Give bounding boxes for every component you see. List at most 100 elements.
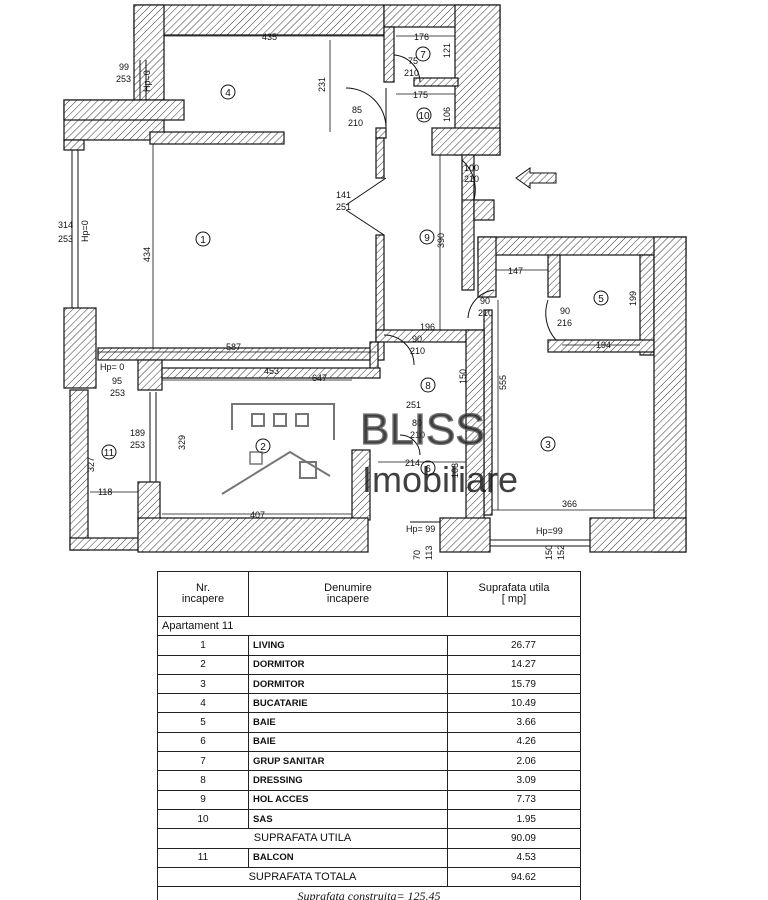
room-number: 3 xyxy=(545,440,551,451)
dim-label: 175 xyxy=(413,90,428,100)
built-area-row: Suprafata construita= 125.45 xyxy=(157,886,581,900)
cell-area: 4.53 xyxy=(447,847,581,868)
dim-label: 329 xyxy=(177,435,187,450)
dim-label: 253 xyxy=(58,234,73,244)
cell-name: BAIE xyxy=(248,731,448,753)
cell-nr: 4 xyxy=(157,693,249,714)
dim-label: 90 xyxy=(412,334,422,344)
cell-area: 4.26 xyxy=(447,731,581,753)
cell-name: LIVING xyxy=(248,635,448,656)
dim-label: 210 xyxy=(348,118,363,128)
cell-area: 3.66 xyxy=(447,712,581,733)
room-number: 10 xyxy=(418,111,430,122)
cell-area: 14.27 xyxy=(447,654,581,675)
header-area: Suprafata utila [ mp] xyxy=(478,582,550,605)
dim-label: 251 xyxy=(406,400,421,410)
dim-label: 141 xyxy=(336,190,351,200)
dim-label: 453 xyxy=(264,366,279,376)
room-number: 9 xyxy=(424,233,430,244)
room-number: 5 xyxy=(598,294,604,305)
dim-label: 95 xyxy=(112,376,122,386)
dim-label: 106 xyxy=(442,107,452,122)
dim-label: 196 xyxy=(420,322,435,332)
dim-label: 199 xyxy=(628,291,638,306)
cell-name: SAS xyxy=(248,808,448,830)
dim-label: Hp= 99 xyxy=(406,524,435,534)
table-header-row: Nr. incapere Denumire incapere Suprafata… xyxy=(157,571,581,617)
dim-label: 210 xyxy=(464,174,479,184)
dim-label: 121 xyxy=(442,43,452,58)
apartment-row: Apartament 11 xyxy=(157,615,581,637)
room-number: 7 xyxy=(420,50,426,61)
dim-label: 327 xyxy=(86,457,96,472)
useful-area-label: SUPRAFATA UTILA xyxy=(157,828,448,849)
dim-label: 434 xyxy=(142,247,152,262)
dim-label: 176 xyxy=(414,32,429,42)
dim-label: 150 xyxy=(458,369,468,384)
cell-nr: 3 xyxy=(157,673,249,695)
cell-name: DRESSING xyxy=(248,770,448,791)
dim-label: 113 xyxy=(424,546,434,560)
dim-label: 147 xyxy=(508,266,523,276)
dim-label: 75 xyxy=(408,56,418,66)
dim-label: 555 xyxy=(498,375,508,390)
cell-name: BALCON xyxy=(248,847,448,868)
dim-label: Hp= 0 xyxy=(100,362,124,372)
col-header-nr: Nr. incapere xyxy=(157,571,249,617)
dimension-labels: 435 176 121 99 253 Hp=0 75 210 231 175 1… xyxy=(58,32,638,560)
cell-nr: 9 xyxy=(157,789,249,810)
dim-label: 90 xyxy=(480,296,490,306)
dim-label: 210 xyxy=(410,346,425,356)
room-markers xyxy=(101,46,609,476)
dim-label: 150 xyxy=(544,545,554,560)
dim-label: 99 xyxy=(119,62,129,72)
dim-label: 253 xyxy=(110,388,125,398)
cell-area: 26.77 xyxy=(447,635,581,656)
cell-nr: 5 xyxy=(157,712,249,733)
dim-label: 85 xyxy=(352,105,362,115)
dim-label: 70 xyxy=(412,550,422,560)
cell-name: DORMITOR xyxy=(248,654,448,675)
cell-nr: 7 xyxy=(157,751,249,772)
cell-area: 7.73 xyxy=(447,789,581,810)
dim-label: 189 xyxy=(130,428,145,438)
dim-label: Hp=0 xyxy=(142,70,152,92)
dim-label: 194 xyxy=(596,340,611,350)
cell-area: 15.79 xyxy=(447,673,581,695)
watermark-text: Imobiliare xyxy=(362,459,518,500)
useful-area-row: SUPRAFATA UTILA 90.09 xyxy=(157,828,581,849)
cell-nr: 11 xyxy=(157,847,249,868)
dim-label: 118 xyxy=(98,487,112,497)
total-area-label: SUPRAFATA TOTALA xyxy=(157,866,448,888)
cell-name: HOL ACCES xyxy=(248,789,448,810)
room-numbers: 4 1 2 3 5 6 7 8 9 10 11 xyxy=(104,50,604,475)
dim-label: 210 xyxy=(410,430,425,440)
cell-nr: 1 xyxy=(157,635,249,656)
dim-label: 587 xyxy=(226,342,241,352)
balcony-row: 11 BALCON 4.53 xyxy=(157,847,581,868)
dim-label: 253 xyxy=(130,440,145,450)
dim-label: 231 xyxy=(317,77,327,92)
entrance-arrow-icon xyxy=(515,167,557,189)
dim-label: 251 xyxy=(336,202,351,212)
cell-area: 10.49 xyxy=(447,693,581,714)
room-number: 1 xyxy=(200,235,206,246)
dimension-lines xyxy=(90,35,654,515)
room-number: 4 xyxy=(225,88,231,99)
header-nr: Nr. incapere xyxy=(181,582,225,605)
room-number: 11 xyxy=(104,448,115,459)
dim-label: 366 xyxy=(562,499,577,509)
room-number: 6 xyxy=(425,464,431,475)
cell-name: DORMITOR xyxy=(248,673,448,695)
watermark-logo: BLISS Imobiliare xyxy=(221,403,518,500)
dim-label: 100 xyxy=(464,163,479,173)
cell-nr: 6 xyxy=(157,731,249,753)
cell-name: GRUP SANITAR xyxy=(248,751,448,772)
